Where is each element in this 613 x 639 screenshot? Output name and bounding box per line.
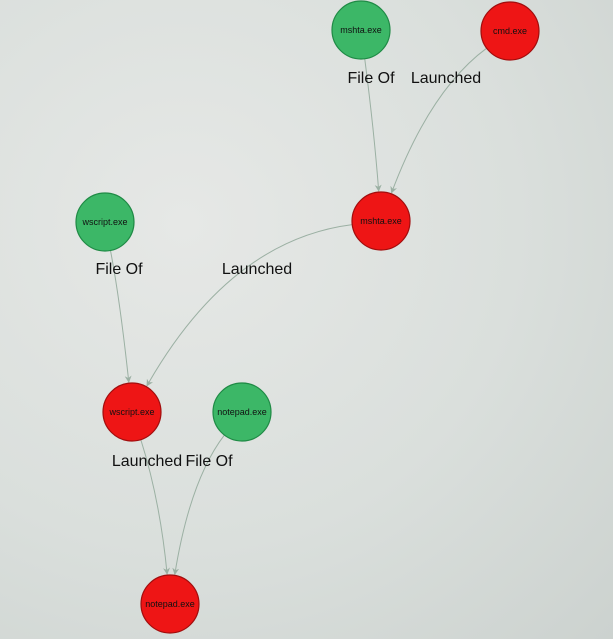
node-label: wscript.exe bbox=[108, 407, 154, 417]
node-label: mshta.exe bbox=[360, 216, 402, 226]
edge-label: Launched bbox=[112, 453, 182, 470]
file-node-circle[interactable] bbox=[212, 382, 272, 442]
process-node-circle[interactable] bbox=[102, 382, 162, 442]
node-n7[interactable]: notepad.exe bbox=[140, 574, 200, 634]
edge-n1-n3[interactable] bbox=[364, 58, 382, 192]
edge-n5-n7[interactable] bbox=[140, 439, 171, 575]
node-n6[interactable]: notepad.exe bbox=[212, 382, 272, 442]
edge-n3-n5[interactable] bbox=[146, 224, 353, 387]
process-node-circle[interactable] bbox=[480, 1, 540, 61]
nodes-layer: mshta.exe cmd.exe mshta.exe wscript.exe wscr… bbox=[75, 0, 540, 634]
node-label: mshta.exe bbox=[340, 25, 382, 35]
edge-label: File Of bbox=[95, 261, 143, 278]
edge-n6-n7[interactable] bbox=[172, 434, 225, 576]
edge-label: Launched bbox=[411, 70, 481, 87]
edge-label: Launched bbox=[222, 261, 292, 278]
node-n2[interactable]: cmd.exe bbox=[480, 1, 540, 61]
node-n3[interactable]: mshta.exe bbox=[351, 191, 411, 251]
edge-label: File Of bbox=[185, 453, 233, 470]
edges-layer bbox=[109, 47, 487, 576]
node-label: notepad.exe bbox=[217, 407, 267, 417]
node-label: cmd.exe bbox=[493, 26, 527, 36]
edge-n2-n3[interactable] bbox=[390, 47, 487, 194]
node-label: wscript.exe bbox=[81, 217, 127, 227]
node-label: notepad.exe bbox=[145, 599, 195, 609]
edge-label: File Of bbox=[347, 70, 395, 87]
process-node-circle[interactable] bbox=[351, 191, 411, 251]
file-node-circle[interactable] bbox=[331, 0, 391, 60]
node-n5[interactable]: wscript.exe bbox=[102, 382, 162, 442]
edge-n4-n5[interactable] bbox=[109, 250, 132, 383]
node-n4[interactable]: wscript.exe bbox=[75, 192, 135, 252]
process-node-circle[interactable] bbox=[140, 574, 200, 634]
file-node-circle[interactable] bbox=[75, 192, 135, 252]
node-n1[interactable]: mshta.exe bbox=[331, 0, 391, 60]
